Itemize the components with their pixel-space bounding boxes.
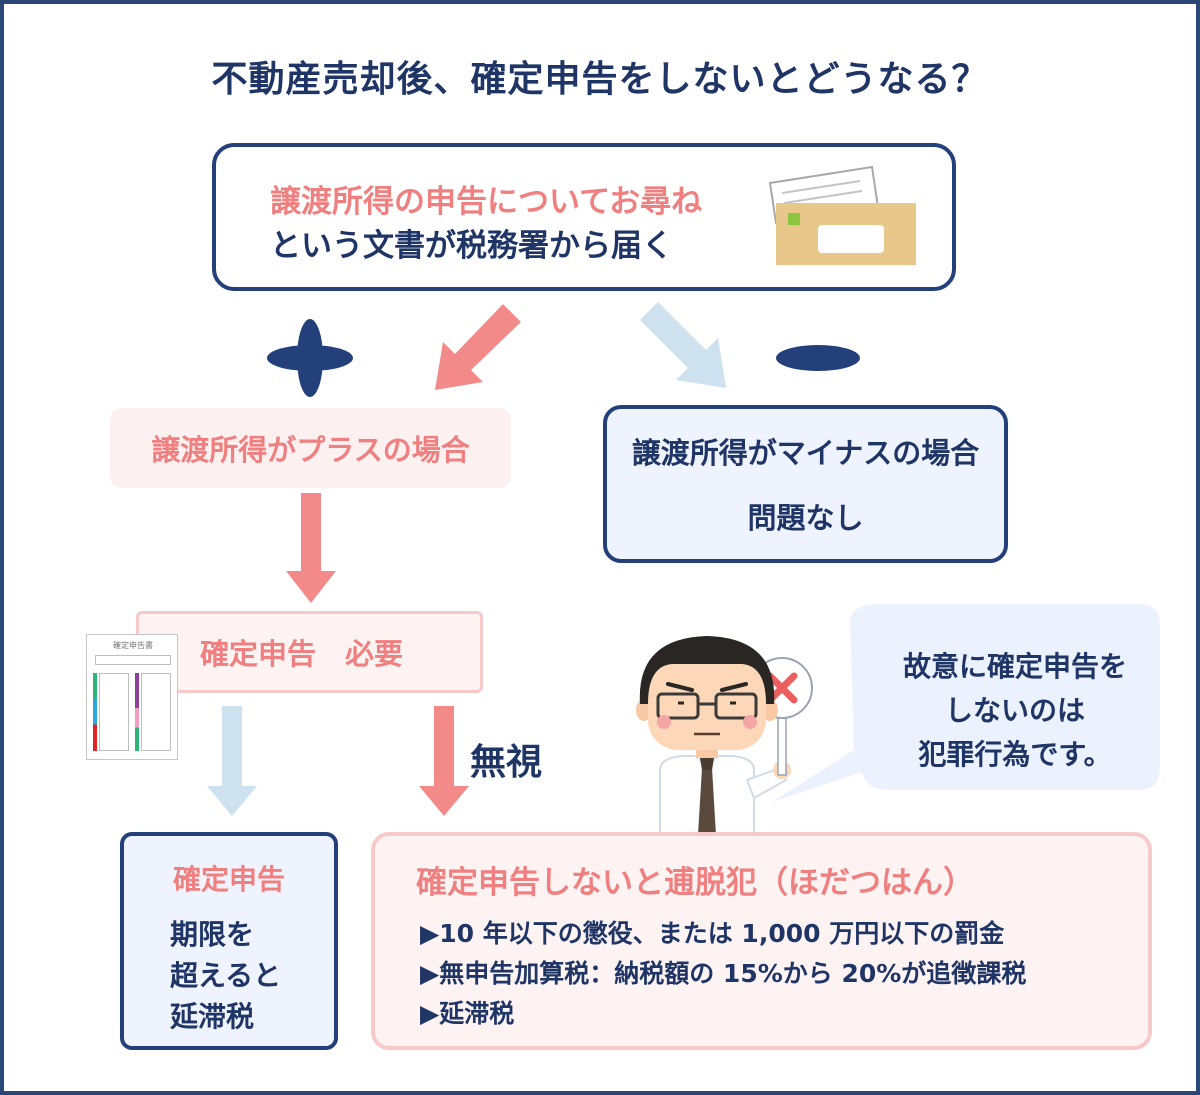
evasion-item: ▶無申告加算税：納税額の 15%から 20%が追徴課税 [420,959,1027,988]
ignore-label: 無視 [470,742,543,783]
arrow-down-icon [286,493,336,603]
speech-line: 故意に確定申告を [902,650,1127,683]
filing-required-label: 確定申告 必要 [200,637,404,671]
notice-line-2: という文書が税務署から届く [270,228,673,264]
filing-required-box [136,611,483,693]
tax-form-icon: 確定申告書 [86,634,178,760]
speech-bubble-text: 故意に確定申告を しないのは 犯罪行為です。 [875,645,1155,777]
evasion-item: ▶延滞税 [420,999,515,1028]
speech-line: 犯罪行為です。 [918,738,1112,771]
filed-box [120,832,338,1050]
filed-box-body: 期限を 超えると 延滞税 [170,914,281,1037]
arrow-to-minus-icon [640,302,726,388]
filed-line: 超えると [170,959,282,992]
tax-form-field [95,655,171,665]
evasion-box-title: 確定申告しないと逋脱犯（ほだつはん） [416,865,974,901]
minus-case-box [603,405,1008,563]
filed-line: 延滞税 [170,1000,255,1033]
minus-case-label: 譲渡所得がマイナスの場合 [631,436,980,470]
plus-icon [267,319,353,397]
official-character-icon [636,636,813,835]
speech-bubble [772,604,1160,802]
plus-case-label: 譲渡所得がプラスの場合 [110,408,511,488]
tax-form-column [141,673,171,751]
evasion-box [371,832,1152,1050]
arrow-to-evasion-icon [419,706,469,816]
minus-icon [776,345,860,371]
arrow-to-plus-icon [435,304,521,390]
arrow-to-filed-icon [207,706,257,816]
tax-form-bar [93,673,97,751]
tax-form-column [99,673,129,751]
filed-box-title: 確定申告 [172,863,285,896]
minus-case-result: 問題なし [747,501,864,535]
filed-line: 期限を [170,918,255,951]
tax-form-title: 確定申告書 [113,641,153,650]
page-title: 不動産売却後、確定申告をしないとどうなる？ [211,59,989,100]
evasion-item: ▶10 年以下の懲役、または 1,000 万円以下の罰金 [420,919,1005,948]
envelope-icon [768,165,916,265]
notice-line-1: 譲渡所得の申告についてお尋ね [270,184,703,220]
tax-form-bar [135,673,139,751]
speech-line: しないのは [944,694,1085,727]
